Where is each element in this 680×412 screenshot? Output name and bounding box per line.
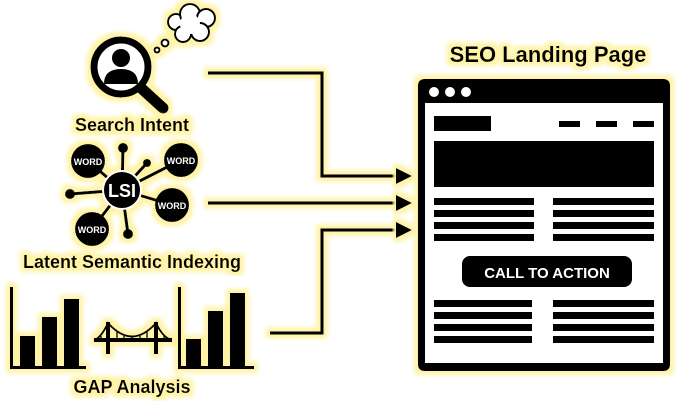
- arrow-icon: [396, 195, 412, 211]
- word-node: WORD: [71, 144, 105, 178]
- word-node: WORD: [155, 188, 189, 222]
- bridge-icon: [93, 321, 173, 354]
- bar-chart-bridge-icon: [10, 287, 254, 369]
- window-dot-icon: [461, 87, 471, 97]
- connectors: [208, 71, 398, 335]
- footer-text-right: [553, 300, 654, 343]
- lsi-center-node: [102, 170, 142, 210]
- page-title: SEO Landing Page: [450, 42, 647, 67]
- arrow-icon: [396, 168, 412, 184]
- word-node-label: WORD: [74, 157, 103, 167]
- thought-cloud-icon: [153, 3, 216, 54]
- call-to-action-button[interactable]: CALL TO ACTION: [462, 256, 632, 287]
- landing-page-content: [434, 116, 654, 343]
- connector-search-intent: [208, 71, 398, 178]
- word-node: WORD: [164, 143, 198, 177]
- magnifier-user-thought-icon: [90, 3, 216, 114]
- arrowheads: [396, 168, 412, 238]
- window-dot-icon: [445, 87, 455, 97]
- arrow-icon: [396, 222, 412, 238]
- nav-item: [633, 121, 654, 127]
- label-search-intent: Search Intent: [75, 115, 189, 135]
- hero-banner: [434, 141, 654, 187]
- label-gap-analysis: GAP Analysis: [73, 377, 190, 397]
- nav-item: [596, 121, 617, 127]
- lsi-center-label: LSI: [108, 181, 136, 201]
- label-latent-semantic-indexing: Latent Semantic Indexing: [23, 252, 241, 272]
- text-column-left: [434, 198, 534, 241]
- text-column-right: [553, 198, 654, 241]
- connector-gap-analysis: [270, 228, 398, 335]
- call-to-action-label: CALL TO ACTION: [484, 265, 610, 282]
- nav-item: [559, 121, 580, 127]
- bar-chart-left-icon: [10, 287, 86, 369]
- logo-block: [434, 116, 491, 131]
- window-dot-icon: [429, 87, 439, 97]
- lsi-word-network-icon: LSI WORD WORD WORD WORD: [65, 143, 198, 246]
- bar-chart-right-icon: [178, 287, 254, 369]
- word-node: WORD: [75, 212, 109, 246]
- footer-text-left: [434, 300, 532, 343]
- window-controls: [429, 87, 471, 97]
- word-node-label: WORD: [167, 156, 196, 166]
- word-node-label: WORD: [158, 201, 187, 211]
- user-icon: [112, 49, 130, 67]
- word-node-label: WORD: [78, 225, 107, 235]
- landing-page-browser-window: CALL TO ACTION: [418, 79, 670, 371]
